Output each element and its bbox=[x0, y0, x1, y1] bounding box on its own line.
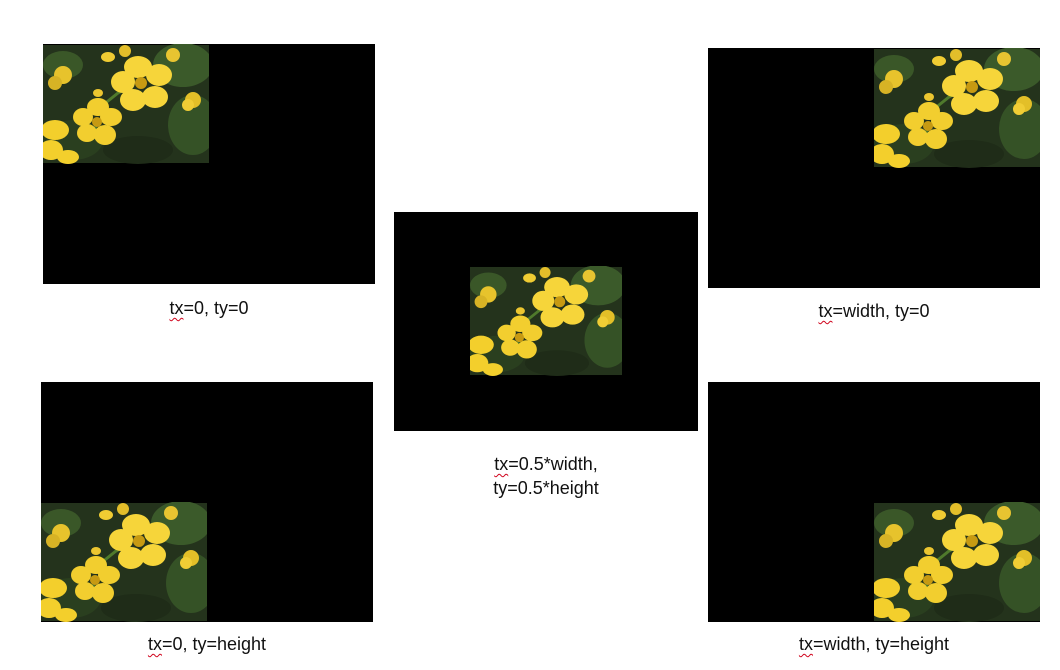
caption-prefix: tx bbox=[494, 454, 509, 474]
caption-prefix: tx bbox=[818, 301, 833, 321]
caption-center: tx=0.5*width, ty=0.5*height bbox=[394, 452, 698, 500]
caption-line-1: tx=0.5*width, bbox=[394, 452, 698, 476]
caption-prefix: tx bbox=[798, 634, 813, 654]
panel-bottom-right bbox=[708, 382, 1040, 622]
caption-prefix: ty bbox=[493, 478, 508, 498]
flower-photo bbox=[874, 48, 1040, 168]
caption-rest: =0.5*height bbox=[507, 478, 599, 498]
caption-rest: =0, ty=height bbox=[161, 634, 267, 654]
caption-rest: =0, ty=0 bbox=[183, 298, 249, 318]
flower-photo bbox=[43, 44, 209, 164]
caption-bottom-right: tx=width, ty=height bbox=[708, 632, 1040, 656]
panel-top-left bbox=[43, 44, 375, 284]
caption-line-2: ty=0.5*height bbox=[394, 476, 698, 500]
caption-rest: =width, ty=height bbox=[812, 634, 950, 654]
caption-rest: =0.5*width, bbox=[508, 454, 598, 474]
flower-photo bbox=[874, 502, 1040, 622]
panel-top-right bbox=[708, 48, 1040, 288]
caption-top-left: tx=0, ty=0 bbox=[43, 296, 375, 320]
caption-prefix: tx bbox=[169, 298, 184, 318]
caption-rest: =width, ty=0 bbox=[832, 301, 930, 321]
caption-top-right: tx=width, ty=0 bbox=[708, 299, 1040, 323]
panel-bottom-left bbox=[41, 382, 373, 622]
caption-bottom-left: tx=0, ty=height bbox=[41, 632, 373, 656]
flower-photo bbox=[470, 266, 622, 376]
flower-photo bbox=[41, 502, 207, 622]
caption-prefix: tx bbox=[147, 634, 162, 654]
panel-center bbox=[394, 212, 698, 431]
